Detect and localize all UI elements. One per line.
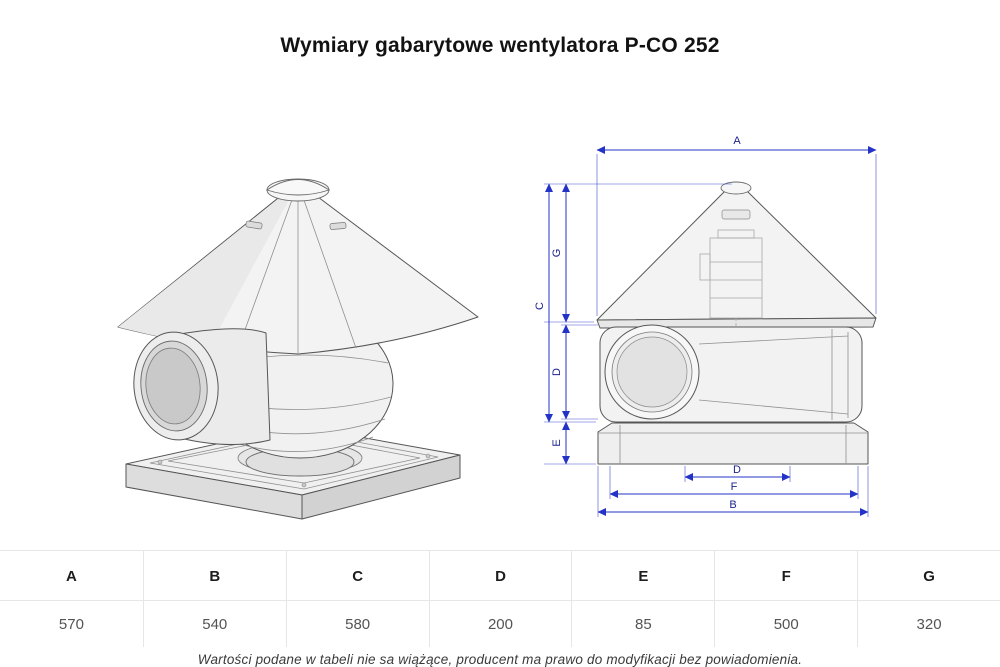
- cap-handle-icon: [721, 209, 751, 220]
- dim-label-d-side: D: [551, 368, 563, 376]
- disclaimer-note: Wartości podane w tabeli nie sa wiążące,…: [197, 652, 803, 667]
- table-header-c: C: [285, 551, 429, 602]
- cap-latch-icon: [329, 222, 347, 230]
- table-value-g: 320: [857, 601, 1000, 648]
- isometric-view-drawing: [117, 178, 479, 520]
- table-value-e: 85: [571, 601, 714, 648]
- dimension-lines: [545, 146, 877, 517]
- dim-label-f: F: [731, 481, 738, 493]
- table-value-a: 570: [58, 616, 84, 634]
- dim-label-d-bottom: D: [733, 464, 741, 476]
- page-title: Wymiary gabarytowe wentylatora P-CO 252: [280, 34, 720, 58]
- front-cap: [596, 181, 877, 329]
- table-header-b: B: [142, 551, 286, 602]
- fan-outlet-duct: [133, 328, 271, 446]
- dim-label-e: E: [551, 439, 563, 446]
- dim-label-a: A: [733, 135, 741, 147]
- table-header-g: G: [857, 551, 1000, 602]
- motor-hidden-detail: [699, 229, 763, 327]
- table-header-a: A: [0, 551, 143, 602]
- front-body: [599, 324, 863, 423]
- dim-label-c: C: [534, 302, 546, 310]
- fan-cap-cone: [117, 178, 479, 355]
- table-value-b: 540: [142, 601, 286, 648]
- table-header-d: D: [428, 551, 572, 602]
- table-value-f: 500: [714, 601, 857, 648]
- dim-label-g: G: [551, 249, 563, 258]
- cap-latch-icon: [245, 220, 263, 230]
- table-header-e: E: [571, 551, 715, 602]
- table-value-c: 580: [285, 601, 429, 648]
- front-view-drawing: A C G D E D F B: [534, 135, 877, 518]
- table-header-f: F: [714, 551, 858, 602]
- front-base: [597, 422, 869, 465]
- dimension-extension-lines: [544, 154, 877, 518]
- dim-label-b: B: [729, 499, 736, 511]
- dimension-labels: A C G D E D F B: [534, 135, 741, 511]
- drawings-area: A C G D E D F B: [0, 72, 1000, 550]
- dimensions-table: A B C D E F G 570 540 580 200 85 500 320: [0, 550, 1000, 648]
- table-value-d: 200: [428, 601, 572, 648]
